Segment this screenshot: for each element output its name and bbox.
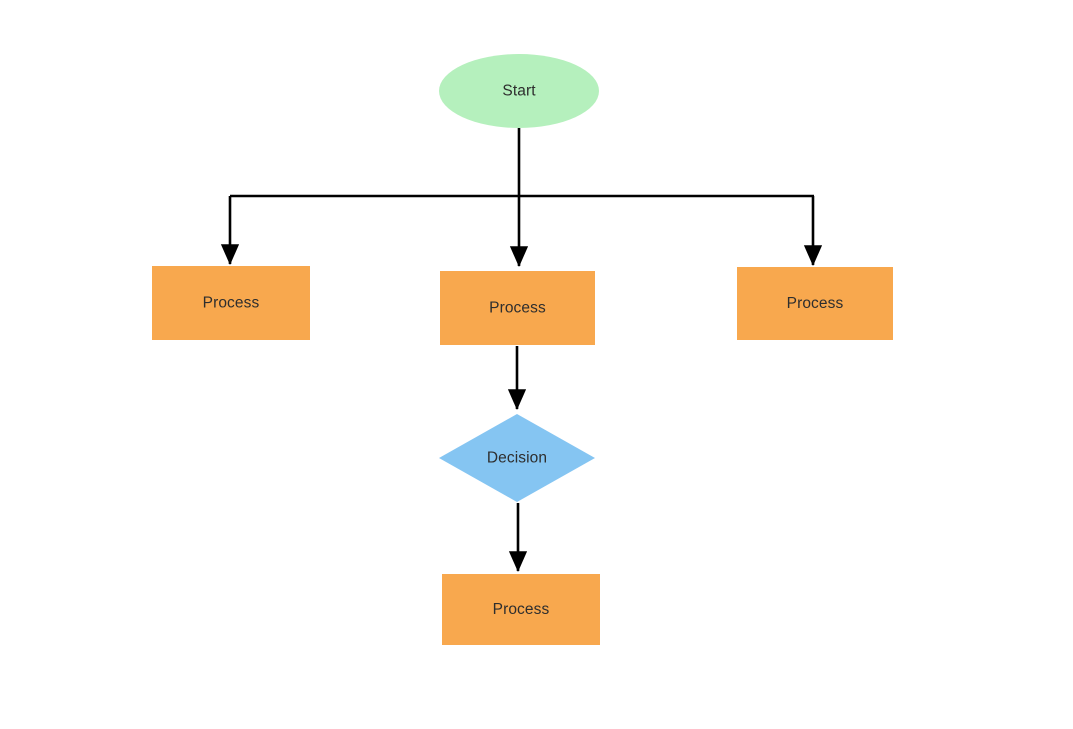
process-middle-shape <box>440 271 595 345</box>
process-bottom-label: Process <box>493 601 550 618</box>
node-process-left: Process <box>152 266 310 340</box>
process-left-label: Process <box>203 295 260 312</box>
process-middle-label: Process <box>489 300 546 317</box>
decision-label: Decision <box>487 450 547 467</box>
node-process-right: Process <box>737 267 893 340</box>
node-start: Start <box>439 54 599 128</box>
decision-shape <box>439 414 595 502</box>
node-decision: Decision <box>439 414 595 502</box>
process-right-label: Process <box>787 295 844 312</box>
node-process-bottom: Process <box>442 574 600 645</box>
start-shape <box>439 54 599 128</box>
process-right-shape <box>737 267 893 340</box>
process-left-shape <box>152 266 310 340</box>
node-process-middle: Process <box>440 271 595 345</box>
start-label: Start <box>502 83 536 100</box>
edges-layer <box>220 128 823 573</box>
process-bottom-shape <box>442 574 600 645</box>
